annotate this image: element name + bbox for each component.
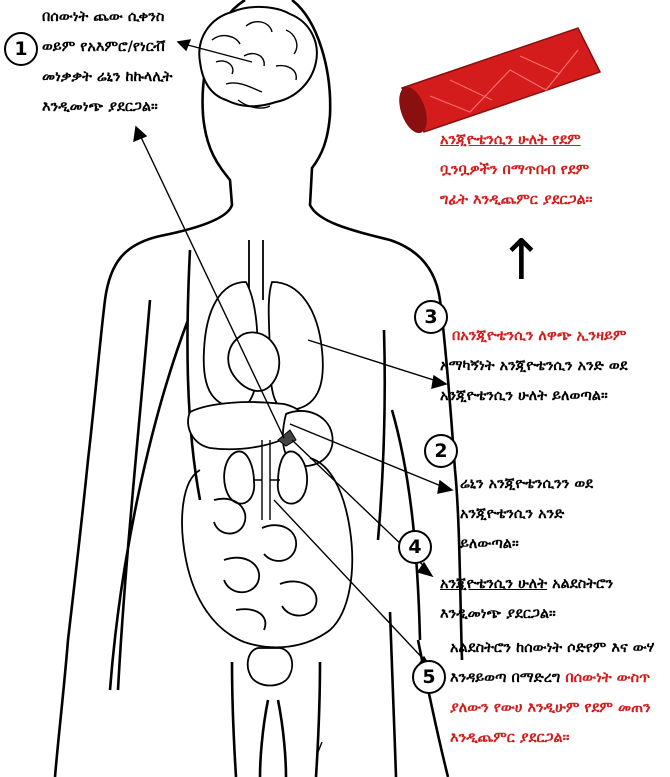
- up-arrow: ↑: [498, 226, 545, 296]
- step-3-red-line: በአንጂዮቴንሲን ለዋጭ ኢንዛይም: [452, 322, 626, 350]
- arrow-step1-head: [178, 40, 190, 50]
- arrow-kidney-to-step1-head: [134, 127, 146, 141]
- kidney-right: [278, 451, 307, 503]
- step-1-line-4: እንዲመነጭ ያደርጋል።: [42, 93, 158, 121]
- vessel-caption-line-3: ግፊት እንዲጨምር ያደርጋል።: [440, 186, 592, 214]
- step-3-line-2: አንጂዮቴንሲን ሁለት ይለወጣል።: [440, 382, 608, 410]
- vessel-caption-line-2: ቧንቧዎችን በማጥበብ የደም: [440, 156, 589, 184]
- step-1-number: 1: [4, 32, 38, 66]
- step-5-line-2-red: በሰውነት ውስጥ: [565, 670, 650, 686]
- blood-vessel: [394, 28, 600, 137]
- step-5-line-2: እንዳይወጣ በማድረግ በሰውነት ውስጥ: [450, 664, 650, 692]
- step-3-number: 3: [414, 300, 448, 334]
- bladder: [248, 648, 292, 686]
- step-1-line-2: ወይም የአእምሮ/የነርቭ: [42, 33, 165, 61]
- step-4-number: 4: [398, 530, 432, 564]
- arrow-step3: [308, 340, 440, 382]
- kidney-left: [224, 451, 254, 503]
- step-5-red-line-2: እንዲጨምር ያደርጋል።: [450, 724, 569, 752]
- lung-right: [269, 282, 323, 410]
- step-4-line-1: አንጂዮቴንሲን ሁለት አልደስትሮን: [440, 570, 613, 598]
- vessel-caption-line-1: አንጂዮቴንሲን ሁለት የደም: [440, 126, 581, 154]
- intestines: [182, 458, 352, 647]
- step-2-line-3: ይለውጣል።: [460, 530, 519, 558]
- step-2-number: 2: [424, 434, 458, 468]
- step-5-line-1: አልደስትሮን ከሰውነት ሶድየም እና ውሃ: [450, 634, 654, 662]
- renal-vessels: [254, 440, 280, 520]
- step-4-underlined: አንጂዮቴንሲን ሁለት: [440, 576, 547, 592]
- step-3-line-1: አማካኝነት አንጂዮቴንሲን አንድ ወደ: [440, 352, 628, 380]
- arrow-step4-head: [418, 563, 432, 576]
- trachea: [249, 240, 263, 300]
- step-4-rest: አልደስትሮን: [547, 576, 613, 592]
- step-4-line-2: እንዲመነጭ ያደርጋል።: [440, 600, 556, 628]
- step-2-line-1: ሬኒን አንጂዮቴንሲንን ወደ: [460, 470, 593, 498]
- arrow-step2-head: [438, 481, 452, 493]
- step-2-line-2: አንጂዮቴንሲን አንድ: [460, 500, 564, 528]
- step-5-line-2-black: እንዳይወጣ በማድረግ: [450, 670, 565, 686]
- step-1-line-3: መነቃቃት ሬኒን ከኩላሊት: [42, 63, 172, 91]
- step-1-line-1: በሰውነት ጨው ሲቀንስ: [42, 3, 164, 31]
- step-5-red-line-1: ያለውን የውሀ እንዲሁም የደም መጠን: [450, 694, 651, 722]
- step-5-number: 5: [412, 660, 446, 694]
